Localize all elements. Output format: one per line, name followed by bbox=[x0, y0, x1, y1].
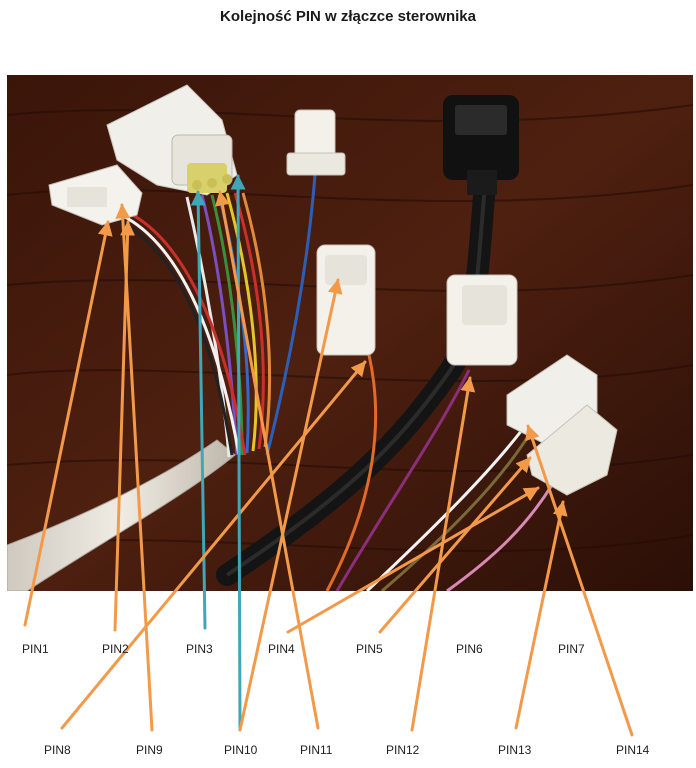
braided-sleeve bbox=[7, 439, 236, 591]
pin5-label: PIN5 bbox=[356, 642, 383, 656]
pin11-label: PIN11 bbox=[300, 743, 333, 757]
page-title: Kolejność PIN w złączce sterownika bbox=[220, 8, 476, 25]
arrow-pin1 bbox=[23, 220, 113, 627]
pin3-label: PIN3 bbox=[186, 642, 213, 656]
pin1-label: PIN1 bbox=[22, 642, 49, 656]
orange-wire bbox=[325, 354, 378, 591]
pin7-label: PIN7 bbox=[558, 642, 585, 656]
right-double-connector bbox=[506, 354, 618, 496]
purple-wire bbox=[335, 369, 471, 591]
right-connector-wires bbox=[365, 429, 554, 591]
pin13-label: PIN13 bbox=[498, 743, 532, 757]
pin6-label: PIN6 bbox=[456, 642, 483, 656]
wiring-photo bbox=[7, 75, 693, 591]
pin8-label: PIN8 bbox=[44, 743, 71, 757]
arrow-pin12 bbox=[410, 376, 476, 732]
usb-plug bbox=[443, 95, 519, 195]
pin10-label: PIN10 bbox=[224, 743, 258, 757]
arrow-pin11 bbox=[215, 190, 320, 730]
arrow-pin10-teal bbox=[230, 174, 246, 732]
arrow-pin14 bbox=[525, 424, 634, 737]
pin12-label: PIN12 bbox=[386, 743, 420, 757]
middle-connector bbox=[316, 244, 376, 356]
arrow-pin13 bbox=[514, 500, 568, 730]
blue-wire bbox=[265, 174, 317, 456]
arrow-pin10-orange bbox=[238, 278, 343, 732]
arrow-pin4 bbox=[286, 486, 540, 634]
arrow-pin5 bbox=[378, 456, 532, 634]
pin9-label: PIN9 bbox=[136, 743, 163, 757]
top-connector bbox=[286, 109, 346, 176]
arrow-pin9 bbox=[115, 203, 154, 732]
arrow-pin8 bbox=[60, 360, 367, 730]
pin14-label: PIN14 bbox=[616, 743, 650, 757]
main-connector bbox=[106, 84, 238, 196]
pin2-label: PIN2 bbox=[102, 642, 129, 656]
right-connector-upper bbox=[446, 274, 518, 366]
pin4-label: PIN4 bbox=[268, 642, 295, 656]
